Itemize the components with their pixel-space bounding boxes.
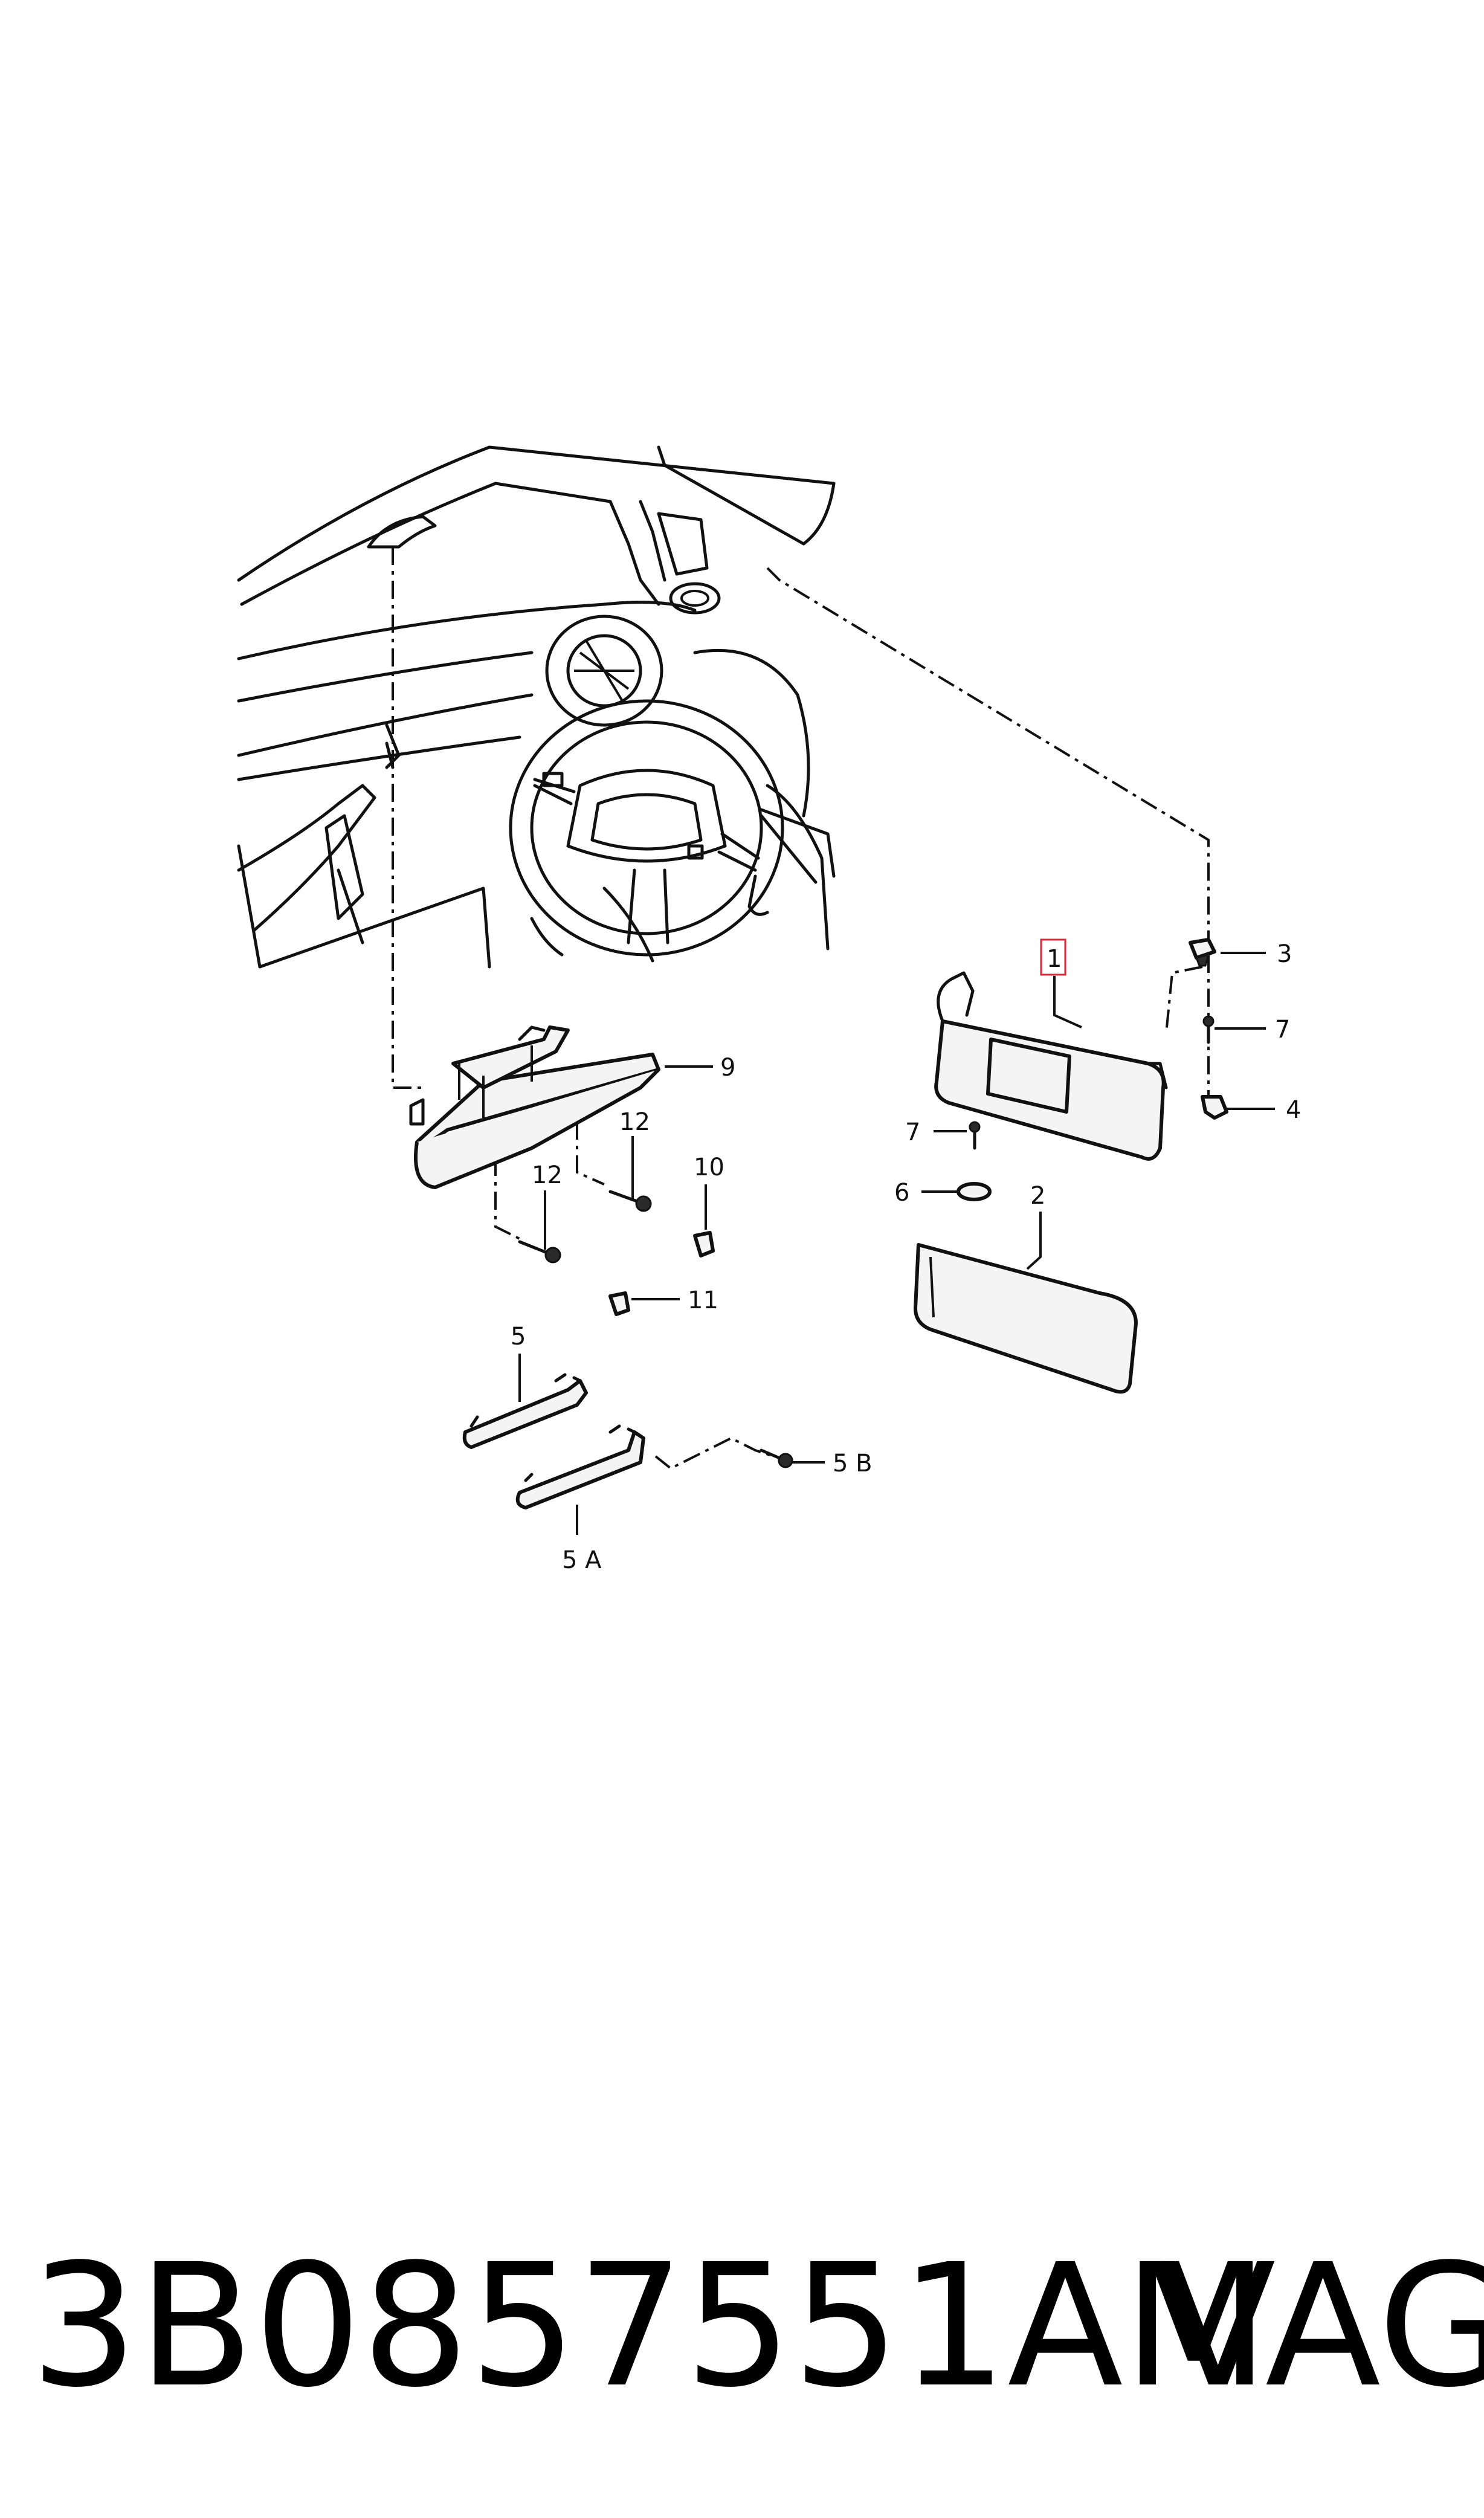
leader-dash-to-part-3 <box>766 567 1210 943</box>
part-12-screw-b <box>518 1240 561 1264</box>
label-6: 6 <box>894 1179 909 1207</box>
leader-5a-to-5b <box>654 1436 774 1470</box>
part-11-clip <box>608 1291 630 1316</box>
label-5a: 5 A <box>562 1546 602 1574</box>
leader-3-to-1 <box>1165 966 1203 1034</box>
leader-roof-to-part-9 <box>392 547 423 1089</box>
part-7-screw-left <box>969 1121 981 1150</box>
part-2-sun-visor <box>914 1243 1138 1394</box>
part-1-highlight-box <box>1040 938 1066 976</box>
part-12-screw-a <box>608 1190 652 1212</box>
label-7-left: 7 <box>905 1119 920 1146</box>
label-5: 5 <box>511 1323 526 1351</box>
label-10: 10 <box>694 1154 724 1181</box>
part-10-clip <box>693 1231 715 1257</box>
label-4: 4 <box>1286 1096 1301 1124</box>
label-2: 2 <box>1030 1182 1045 1210</box>
label-1: 1 <box>1047 945 1062 973</box>
part-9-grab-handle-bracket <box>409 1025 660 1189</box>
part-1-sun-visor-with-mirror <box>934 971 1168 1161</box>
leader-9-to-12 <box>576 1088 605 1186</box>
brand-name: VAG <box>1160 2228 1484 2425</box>
label-11: 11 <box>688 1286 718 1314</box>
part-6-plug <box>957 1182 992 1201</box>
part-5a-grab-handle <box>515 1424 645 1509</box>
label-leader-2 <box>1026 1212 1042 1270</box>
part-5b-screw <box>760 1448 793 1468</box>
part-4-cap <box>1201 1095 1228 1120</box>
label-5b: 5 B <box>833 1450 873 1477</box>
part-number: 3B0857551AM <box>30 2228 1269 2425</box>
vehicle-interior-illustration <box>237 445 836 969</box>
part-3-bracket <box>1189 938 1216 967</box>
label-9: 9 <box>720 1054 735 1082</box>
part-7-screw-right <box>1202 1015 1215 1044</box>
label-7-right: 7 <box>1275 1016 1290 1044</box>
label-12-lower: 12 <box>532 1161 563 1189</box>
label-12-upper: 12 <box>619 1108 650 1136</box>
label-leader-1 <box>1053 976 1082 1028</box>
part-5-grab-handle <box>462 1373 588 1449</box>
label-3: 3 <box>1277 940 1292 968</box>
